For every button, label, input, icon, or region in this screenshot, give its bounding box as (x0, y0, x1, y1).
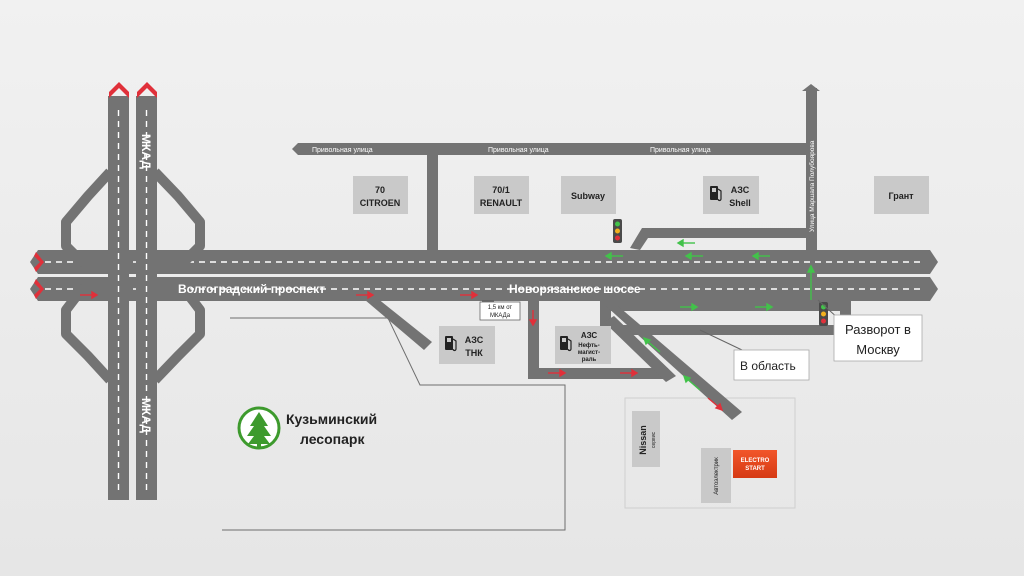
building-subway: Subway (561, 176, 616, 214)
road-local-west (528, 298, 539, 378)
to-region-callout: В область (699, 329, 810, 381)
svg-text:В область: В область (740, 359, 796, 373)
mkad-label-bottom: МКАД (139, 398, 153, 433)
building-renault: 70/1 RENAULT (474, 176, 529, 214)
svg-text:RENAULT: RENAULT (480, 198, 523, 208)
building-autoelectric: Автоэлектрик (701, 448, 731, 503)
svg-text:Разворот в: Разворот в (845, 322, 911, 337)
building-tnk: АЗС ТНК (439, 326, 495, 364)
uturn-callout: Разворот в Москву (817, 299, 923, 362)
road-to-region (620, 325, 845, 335)
fuel-icon (560, 336, 572, 352)
road-diagonal-se (606, 306, 742, 420)
svg-text:70: 70 (375, 185, 385, 195)
chevron-left-icon (34, 252, 44, 299)
road-to-tnk (358, 294, 432, 350)
road-service-north (630, 228, 812, 250)
red-arrows (80, 290, 724, 412)
park-label: Кузьминский лесопарк (237, 406, 377, 450)
svg-text:Нефть-: Нефть- (578, 342, 599, 349)
svg-text:МКАДа: МКАДа (490, 313, 511, 319)
svg-text:START: START (745, 466, 765, 472)
svg-text:1,5 км от: 1,5 км от (488, 305, 513, 311)
road-poluboyarova (806, 88, 817, 310)
svg-text:Кузьминский: Кузьминский (286, 411, 377, 427)
fuel-icon (710, 186, 722, 202)
traffic-light-icon (819, 302, 828, 326)
building-citroen: 70 CITROEN (353, 176, 408, 214)
building-electrostart: ELECTRO START (733, 450, 777, 478)
traffic-arrows (80, 238, 816, 412)
svg-text:ТНК: ТНК (465, 348, 483, 358)
chevron-up-icon (109, 82, 157, 98)
mkad-interchange (61, 168, 205, 384)
building-shell: АЗС Shell (703, 176, 759, 214)
green-arrows (604, 238, 816, 391)
road-main-north (30, 250, 938, 274)
privolnaya-label-3: Привольная улица (650, 147, 711, 154)
road-local-bottom (528, 368, 668, 379)
svg-text:раль: раль (582, 357, 597, 363)
building-neft: АЗС Нефть- магист- раль (555, 326, 611, 364)
distance-sign: 1,5 км от МКАДа (479, 300, 521, 321)
poluboyarova-label: Улица Маршала Полубоярова (808, 140, 816, 232)
svg-text:Nissan: Nissan (638, 425, 648, 455)
road-main-south (30, 277, 938, 301)
building-nissan: Nissan сервис (632, 411, 660, 467)
building-grant: Грант (874, 176, 929, 214)
svg-text:Грант: Грант (888, 191, 914, 201)
svg-text:АЗС: АЗС (581, 331, 598, 340)
road-diagonal-se-2 (604, 316, 676, 382)
svg-text:Subway: Subway (571, 191, 605, 201)
privolnaya-label-1: Привольная улица (312, 147, 373, 154)
road-poluboyarova-tip (802, 84, 820, 91)
road-connector-1 (427, 150, 438, 250)
svg-text:CITROEN: CITROEN (360, 198, 401, 208)
svg-text:Москву: Москву (856, 342, 900, 357)
svg-text:АЗС: АЗС (465, 335, 484, 345)
svg-text:АЗС: АЗС (731, 185, 750, 195)
road-privolnaya (292, 143, 813, 155)
svg-text:лесопарк: лесопарк (300, 431, 365, 447)
tree-icon (237, 406, 281, 450)
traffic-light-icon (613, 219, 622, 243)
svg-text:Shell: Shell (729, 198, 751, 208)
novoryazanskoe-label: Новорязанское шоссе (509, 282, 641, 296)
svg-text:ELECTRO: ELECTRO (741, 458, 770, 464)
road-network (30, 84, 938, 500)
road-uturn-stub (840, 298, 851, 326)
svg-text:магист-: магист- (578, 350, 600, 356)
road-exit-lane (600, 300, 840, 311)
mkad-label-top: МКАД (139, 134, 153, 169)
road-local-mid (600, 298, 611, 333)
svg-text:70/1: 70/1 (492, 185, 510, 195)
fuel-icon (445, 336, 457, 352)
svg-text:сервис: сервис (651, 431, 657, 448)
volgogradsky-label: Волгоградский проспект (178, 282, 325, 296)
privolnaya-label-2: Привольная улица (488, 147, 549, 154)
svg-text:Автоэлектрик: Автоэлектрик (714, 457, 720, 495)
